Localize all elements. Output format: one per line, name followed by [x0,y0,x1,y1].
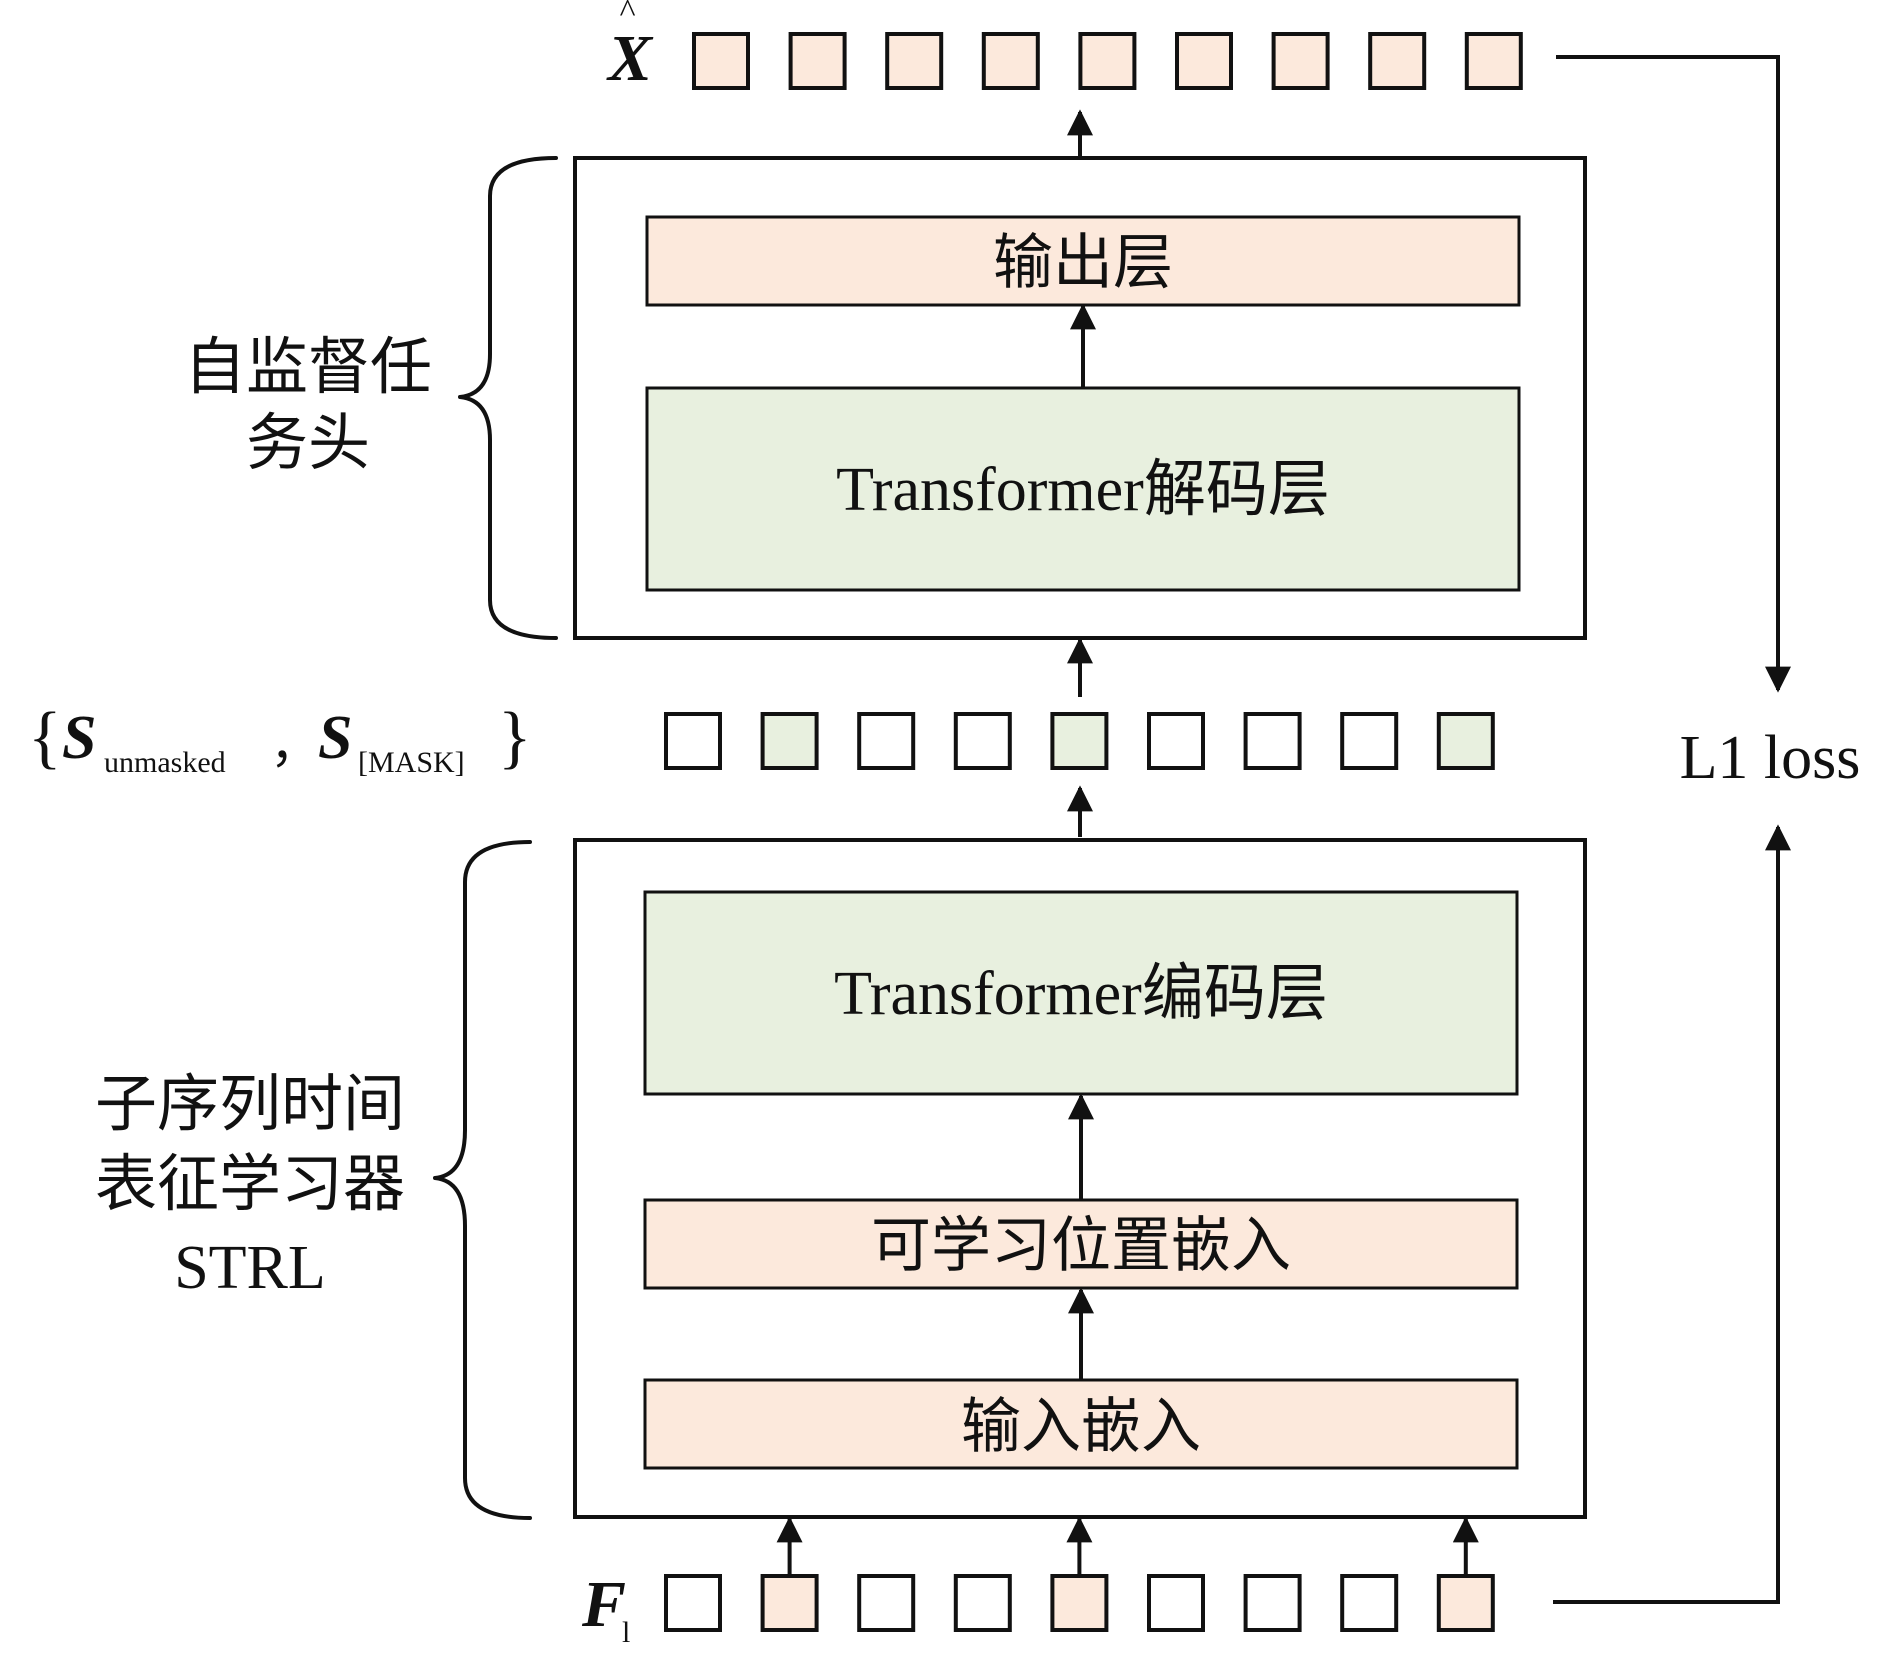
s-token-8 [1340,712,1399,770]
s-token-9 [1436,712,1495,770]
decoder-layer-box [645,386,1521,592]
s-token-3 [857,712,916,770]
ssl-head-brace [458,156,558,640]
x-hat-token-row [692,32,1523,90]
f-subscript: l [622,1616,630,1649]
strl-label-line1: 子序列时间 [95,1071,405,1139]
s-comma: ， [270,717,320,773]
s-open-brace: { [28,699,62,776]
input-embedding-label: 输入嵌入 [961,1394,1201,1460]
x-hat-to-loss-arrow [1556,55,1791,693]
s-set-label: { S unmasked ， S [MASK] } [28,699,532,779]
decoder-layer-label: Transformer解码层 [836,456,1330,524]
strl-brace [433,840,532,1520]
s-mask-subscript: [MASK] [358,746,465,779]
ssl-head-label-line2: 务头 [246,410,370,478]
x-hat-token-8 [1368,32,1427,90]
ssl-head-label-line1: 自监督任 [184,334,432,402]
s-token-4 [953,712,1012,770]
s-unmasked-symbol: S [62,704,96,772]
f-token-row [664,1574,1495,1632]
f-token-6 [1147,1574,1205,1632]
encoder-layer-box [643,890,1519,1096]
f-token-3 [857,1574,916,1632]
f-token-1 [664,1574,722,1632]
f-token-9 [1436,1574,1495,1632]
s-token-5 [1050,712,1109,770]
x-hat-token-4 [981,32,1040,90]
encoder-layer-label: Transformer编码层 [834,960,1328,1028]
x-hat-token-9 [1464,32,1523,90]
s-unmasked-subscript: unmasked [104,746,226,779]
f-token-8 [1340,1574,1399,1632]
f-token-5 [1050,1574,1109,1632]
input-embedding-box [643,1378,1519,1470]
s-close-brace: } [498,699,532,776]
x-hat-token-2 [788,32,847,90]
output-layer-box [645,215,1521,307]
x-hat-label: ^ X [606,0,654,95]
s-mask-symbol: S [318,704,352,772]
f-input-arrows [776,1516,1479,1575]
x-hat-accent: ^ [619,0,636,30]
x-hat-token-1 [692,32,750,90]
f-label: F l [581,1568,630,1649]
x-hat-token-3 [885,32,944,90]
strl-label-line2: 表征学习器 [95,1151,405,1219]
f-token-4 [953,1574,1012,1632]
s-token-7 [1243,712,1302,770]
s-token-2 [760,712,819,770]
x-hat-token-6 [1175,32,1233,90]
s-token-row [664,712,1495,770]
x-hat-token-7 [1271,32,1330,90]
s-token-1 [664,712,722,770]
output-layer-label: 输出层 [993,230,1173,296]
strl-label-line3: STRL [174,1234,326,1302]
loss-label: L1 loss [1680,724,1861,792]
x-hat-token-5 [1078,32,1137,90]
f-symbol: F [581,1568,626,1641]
x-hat-symbol: X [606,22,654,95]
f-to-loss-arrow [1553,824,1791,1604]
f-token-7 [1243,1574,1302,1632]
pos-embedding-label: 可学习位置嵌入 [871,1213,1291,1279]
f-token-2 [760,1574,819,1632]
s-token-6 [1147,712,1205,770]
